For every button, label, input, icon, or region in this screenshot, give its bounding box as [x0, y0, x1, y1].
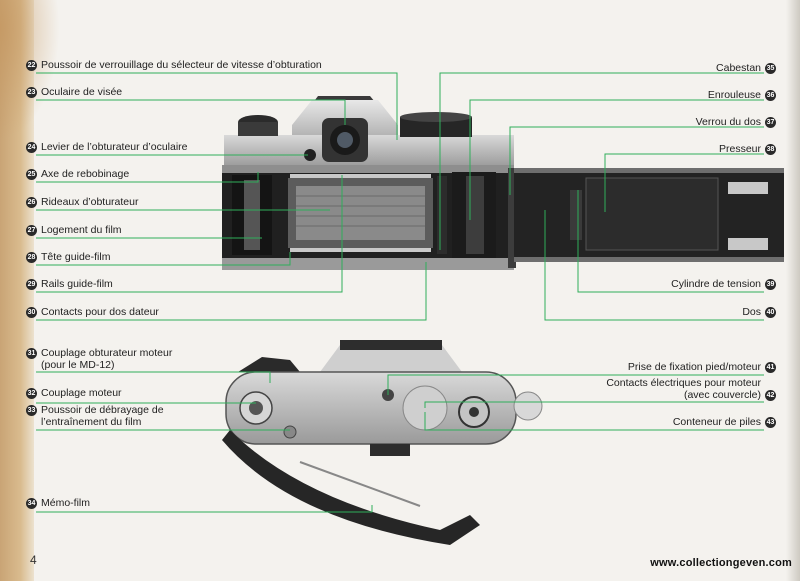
leader-lines	[36, 72, 764, 513]
page-edge-shadow	[786, 0, 800, 581]
page-number: 4	[30, 553, 37, 567]
watermark-url: www.collectiongeven.com	[650, 557, 792, 569]
camera-back-illustration	[222, 96, 784, 270]
camera-bottom-illustration	[222, 340, 543, 545]
label-42: Contacts électriques pour moteur(avec co…	[606, 377, 776, 402]
